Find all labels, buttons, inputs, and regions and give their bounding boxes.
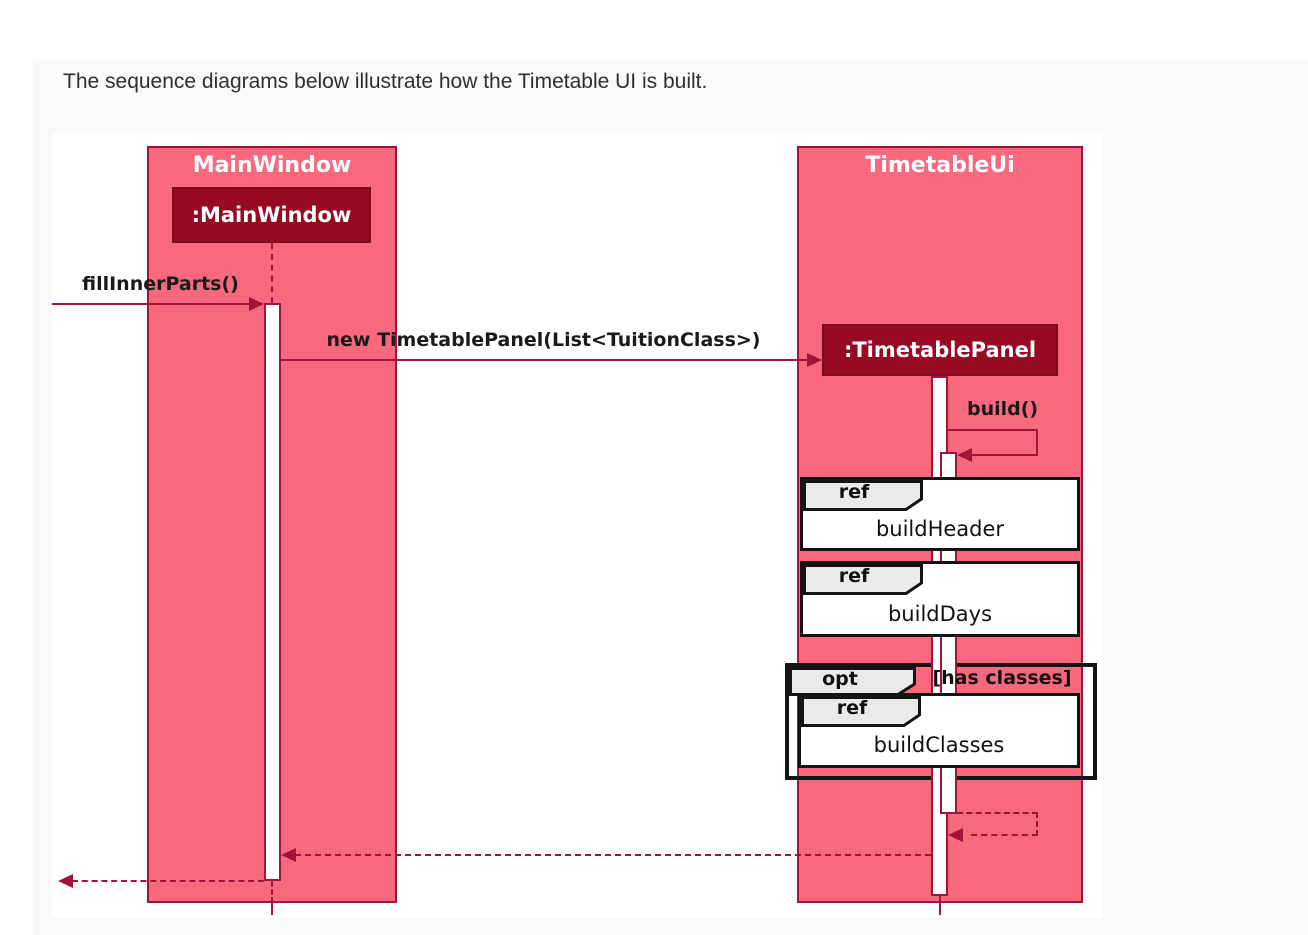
caption: The sequence diagrams below illustrate h… — [63, 70, 708, 93]
message-fillinnerparts-label: fillInnerParts() — [82, 273, 239, 295]
return-build-line-down — [1036, 812, 1038, 836]
return-fillinnerparts-line — [72, 880, 264, 882]
return-timetablepanel-arrowhead — [281, 848, 296, 862]
return-build-arrowhead — [948, 828, 963, 842]
message-fillinnerparts-arrowhead — [249, 297, 264, 311]
message-build-line-down — [1036, 429, 1038, 455]
ref-buildclasses-keyword: ref — [836, 697, 868, 719]
return-build-line-back — [971, 834, 1038, 836]
ref-buildheader-label: buildHeader — [875, 516, 1005, 541]
frame-mainwindow-title: MainWindow — [192, 153, 352, 178]
return-timetablepanel-line — [295, 854, 931, 856]
lifeline-timetablepanel-foot — [939, 903, 941, 915]
lifeline-mainwindow-lower — [271, 881, 273, 903]
message-build-line-out — [948, 429, 1038, 431]
activation-mainwindow — [264, 303, 281, 881]
ref-buildheader: ref buildHeader — [800, 477, 1080, 551]
ref-buildclasses-label: buildClasses — [873, 733, 1005, 757]
participant-timetablepanel: :TimetablePanel — [822, 324, 1058, 376]
lifeline-mainwindow-foot — [271, 903, 273, 915]
message-newtimetablepanel-line — [281, 359, 808, 361]
ref-buildheader-keyword: ref — [838, 481, 870, 503]
participant-mainwindow: :MainWindow — [172, 187, 371, 243]
ref-builddays-pentagon — [803, 564, 923, 595]
return-build-line-out — [957, 812, 1038, 814]
opt-keyword: opt — [822, 668, 858, 690]
ref-buildclasses-pentagon — [801, 696, 921, 727]
ref-buildheader-pentagon — [803, 480, 923, 511]
message-newtimetablepanel-label: new TimetablePanel(List<TuitionClass>) — [326, 329, 761, 351]
opt-guard: [has classes] — [932, 667, 1072, 689]
message-fillinnerparts-line — [52, 303, 250, 305]
opt-pentagon — [789, 667, 916, 696]
sequence-diagram: MainWindow TimetableUi :MainWindow :Time… — [52, 133, 1103, 918]
ref-builddays-label: buildDays — [887, 601, 993, 626]
frame-timetableui-title: TimetableUi — [865, 153, 1015, 178]
message-build-arrowhead — [957, 448, 972, 462]
message-newtimetablepanel-arrowhead — [807, 353, 822, 367]
ref-builddays: ref buildDays — [800, 561, 1080, 637]
message-build-label: build() — [967, 398, 1039, 420]
message-build-line-back — [971, 454, 1038, 456]
lifeline-mainwindow-upper — [271, 243, 273, 303]
lifeline-timetablepanel-lower — [939, 893, 941, 903]
ref-builddays-keyword: ref — [838, 565, 870, 587]
ref-buildclasses: ref buildClasses — [798, 693, 1080, 768]
return-fillinnerparts-arrowhead — [58, 874, 73, 888]
